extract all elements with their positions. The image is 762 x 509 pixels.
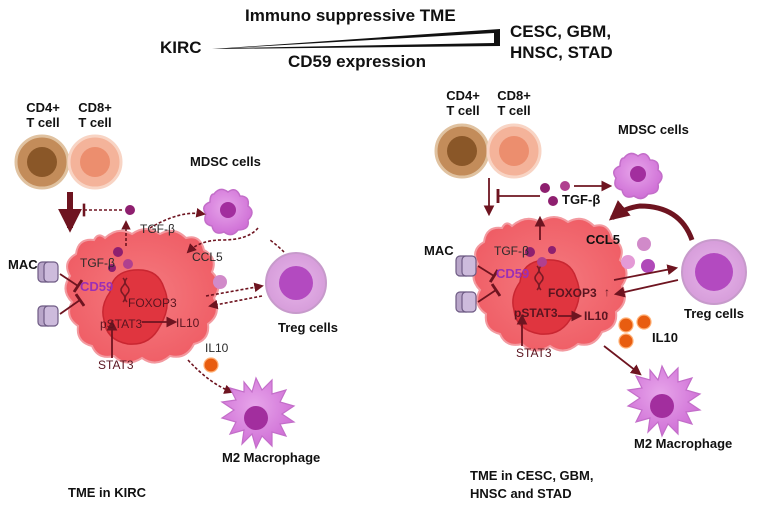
right-il10-up-arrow: ↑ [604, 308, 610, 322]
right-ccl5-label: CCL5 [586, 232, 620, 247]
left-stat3-label: STAT3 [98, 358, 134, 372]
left-mdsc-label: MDSC cells [190, 154, 261, 169]
right-tgfb-top-label: TGF-β [562, 192, 601, 207]
left-foxop3-label: FOXOP3 [128, 296, 177, 310]
left-cd4-label-2: T cell [26, 115, 60, 130]
left-treg-label: Treg cells [278, 320, 338, 335]
right-panel-graphics [434, 123, 747, 438]
right-caption-2: HNSC and STAD [470, 486, 572, 501]
right-il10-out-label: IL10 [652, 330, 679, 345]
left-pstat3-label: pSTAT3 [100, 317, 143, 331]
header-right-label-2: HNSC, STAD [510, 43, 613, 62]
left-il10-out-label: IL10 [205, 341, 229, 355]
left-cd4-label-1: CD4+ [26, 100, 60, 115]
right-foxop3-label: FOXOP3 [548, 286, 597, 300]
left-panel-graphics [14, 134, 327, 450]
header-axis-label: CD59 expression [288, 52, 426, 71]
right-cd59-label: CD59 [496, 266, 530, 281]
right-il10-inner-label: IL10 [584, 309, 609, 323]
right-mac-label: MAC [424, 243, 454, 258]
left-caption: TME in KIRC [68, 485, 146, 500]
right-treg-label: Treg cells [684, 306, 744, 321]
right-cd8-label-2: T cell [497, 103, 531, 118]
tumor-nucleus-left [102, 269, 168, 345]
left-tgfb-top-label: TGF-β [140, 222, 175, 236]
right-mdsc-label: MDSC cells [618, 122, 689, 137]
right-pstat3-label: pSTAT3 [514, 306, 558, 320]
right-cd4-label-2: T cell [446, 103, 480, 118]
right-tgfb-inner-label: TGF-β [494, 244, 529, 258]
left-il10-inner-label: IL10 [176, 316, 200, 330]
right-cd4-label-1: CD4+ [446, 88, 480, 103]
left-cd8-label-2: T cell [78, 115, 112, 130]
right-foxop3-up-arrow: ↑ [604, 285, 610, 299]
expression-wedge [212, 29, 500, 49]
header-title: Immuno suppressive TME [245, 6, 456, 25]
header-left-label: KIRC [160, 38, 202, 57]
right-caption-1: TME in CESC, GBM, [470, 468, 594, 483]
right-stat3-label: STAT3 [516, 346, 552, 360]
right-cd8-label-1: CD8+ [497, 88, 531, 103]
mac-complex-left [37, 261, 59, 327]
left-cd8-label-1: CD8+ [78, 100, 112, 115]
treg-to-tumor-curve-arrow [608, 200, 695, 241]
mac-complex-right [455, 255, 477, 313]
left-tgfb-inner-label: TGF-β [80, 256, 115, 270]
left-m2-label: M2 Macrophage [222, 450, 321, 465]
left-cd59-label: CD59 [80, 279, 114, 294]
right-m2-label: M2 Macrophage [634, 436, 733, 451]
header-right-label-1: CESC, GBM, [510, 22, 612, 41]
left-ccl5-label: CCL5 [192, 250, 223, 264]
left-mac-label: MAC [8, 257, 38, 272]
